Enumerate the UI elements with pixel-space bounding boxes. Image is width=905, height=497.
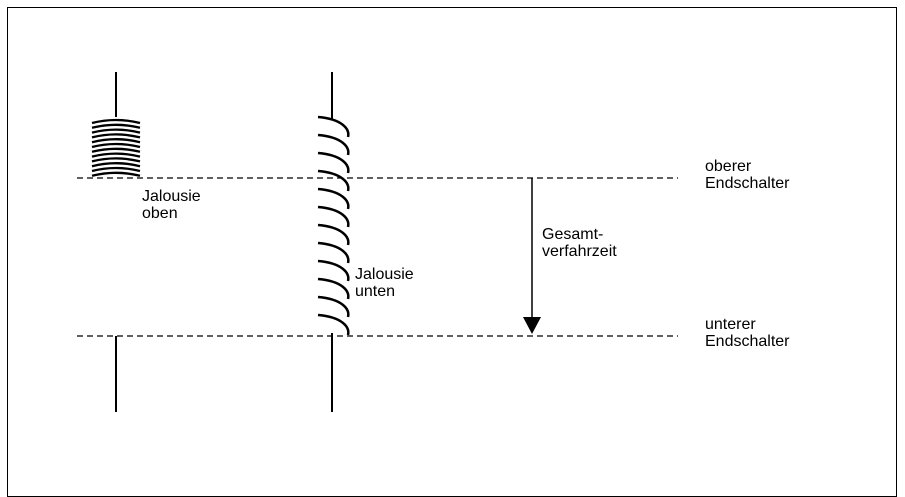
upper-limit-switch-label: oberer Endschalter (705, 158, 790, 192)
stacked-slat (91, 157, 141, 163)
blind-travel-diagram (77, 72, 678, 412)
slat (317, 295, 350, 318)
slat (317, 187, 350, 210)
stacked-slat (91, 171, 141, 177)
stacked-slat (91, 118, 141, 125)
slat (317, 241, 350, 264)
stacked-slat (91, 133, 141, 139)
travel-time-arrowhead (523, 317, 541, 334)
slat (317, 169, 350, 192)
total-travel-time-label: Gesamt- verfahrzeit (542, 226, 617, 260)
stacked-slat (91, 147, 141, 153)
slat (317, 133, 350, 156)
slat (317, 151, 350, 174)
stacked-slat (91, 123, 141, 129)
slat (317, 313, 350, 336)
blind-down-label: Jalousie unten (355, 266, 414, 300)
blind-up-label-line2: oben (142, 205, 178, 222)
slat (317, 115, 350, 138)
stacked-slat (91, 142, 141, 149)
stacked-slat (91, 166, 141, 173)
blind-down-label-line2: unten (355, 283, 396, 300)
slat (317, 223, 350, 246)
blind-down-label-line1: Jalousie (355, 266, 414, 283)
lower-limit-switch-label: unterer Endschalter (705, 316, 790, 350)
stacked-slat (91, 138, 141, 144)
upper-limit-switch-line1: oberer (705, 158, 752, 175)
total-travel-time-line2: verfahrzeit (542, 243, 617, 260)
blind-up-label-line1: Jalousie (142, 188, 201, 205)
blind-up-label: Jalousie oben (142, 188, 201, 222)
stacked-slat (91, 152, 141, 158)
lower-limit-switch-line2: Endschalter (705, 333, 790, 350)
slat (317, 205, 350, 228)
stacked-slat (91, 128, 141, 134)
slat (317, 277, 350, 300)
total-travel-time-line1: Gesamt- (542, 226, 604, 243)
upper-limit-switch-line2: Endschalter (705, 175, 790, 192)
slat (317, 259, 350, 282)
stacked-slat (91, 162, 141, 168)
lower-limit-switch-line1: unterer (705, 316, 756, 333)
blind-down-slats (317, 115, 350, 336)
blind-up-stacked-slats (91, 118, 141, 177)
